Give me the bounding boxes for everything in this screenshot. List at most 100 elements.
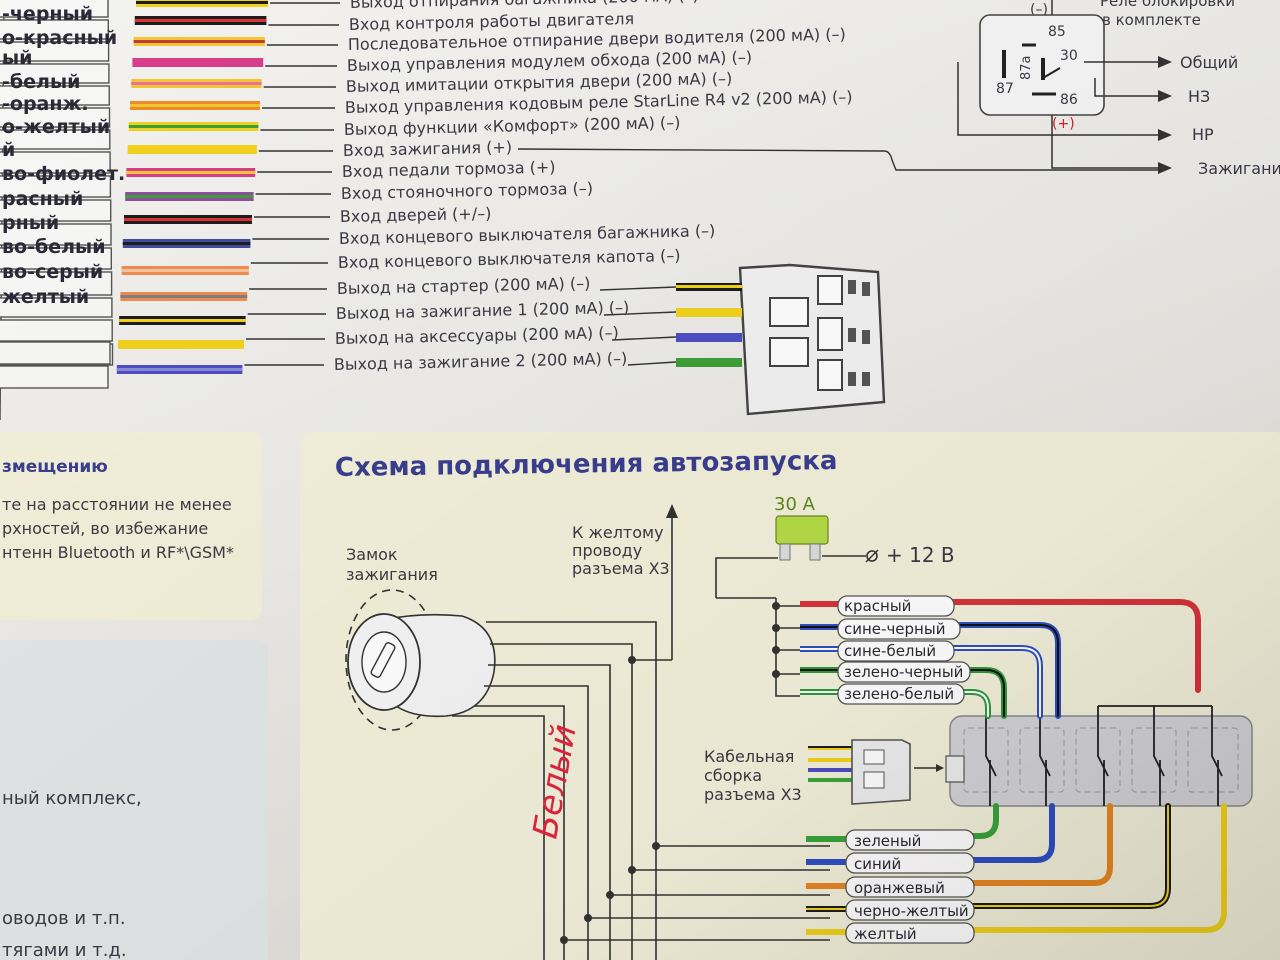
- wire-color-bar-stripe: [116, 368, 243, 371]
- wire-color-bar-stripe: [120, 295, 248, 298]
- plus-12v: + 12 В: [886, 543, 955, 567]
- wire-swatch-stripe: [800, 691, 840, 693]
- relay-title-2: в комплекте: [1102, 11, 1201, 29]
- wire-color-bar-stripe: [119, 319, 246, 322]
- wire-color-bar: [118, 340, 244, 349]
- relay-title-1: Реле блокировки: [1100, 0, 1235, 10]
- wire-swatch-stripe: [800, 626, 840, 628]
- left-panel2-line-1: ный комплекс,: [2, 788, 142, 809]
- wire-swatch: [806, 929, 846, 935]
- left-panel2-line-3: тягами и т.д.: [2, 940, 127, 960]
- wire-color-bars: [116, 0, 268, 374]
- wire-label: синий: [854, 855, 901, 873]
- relay-pin-label: 86: [1060, 92, 1078, 108]
- wire-color-name: ый: [2, 47, 33, 69]
- relay-pin-label: 87a: [1019, 55, 1034, 80]
- wire-swatch: [806, 883, 846, 889]
- lock-label: зажигания: [346, 565, 438, 584]
- relay-pin-label: 30: [1060, 48, 1078, 64]
- relay-pin-label: 85: [1048, 24, 1066, 40]
- wire-color-name: о-желтый: [2, 116, 110, 138]
- wire-color-table: -черныйо-красныйый-белый-оранж.о-желтыйй…: [0, 0, 125, 421]
- harness-label: Кабельная: [704, 747, 794, 766]
- wire-color-name: й: [2, 139, 15, 161]
- wire-color-bar-stripe: [130, 104, 260, 107]
- wire-color-name: желтый: [2, 286, 89, 308]
- wire-color-bar-stripe: [131, 82, 262, 85]
- to-yellow-label-1: К желтому: [572, 523, 664, 542]
- wire-swatch: [800, 601, 840, 607]
- wire-label: черно-желтый: [854, 902, 969, 920]
- function-label: Выход на зажигание 2 (200 мА) (–): [334, 349, 628, 374]
- function-label: Вход концевого выключателя капота (–): [338, 246, 681, 272]
- wire-color-bar-stripe: [124, 218, 252, 221]
- wire-color-bar: [127, 145, 257, 154]
- leader-line: [627, 361, 677, 366]
- wire-color-name: во-белый: [2, 236, 106, 258]
- left-panel-heading: змещению: [2, 457, 108, 477]
- relay-out-nc: НЗ: [1188, 87, 1210, 106]
- wire-swatch-stripe: [806, 908, 846, 910]
- wire-label: оранжевый: [854, 879, 945, 897]
- relay-diagram: Реле блокировки в комплекте (–) 85 30 87…: [957, 0, 1280, 178]
- function-label: Выход на зажигание 1 (200 мА) (–): [336, 298, 630, 323]
- wire-label: сине-черный: [844, 620, 945, 638]
- wire-color-bar-stripe: [128, 125, 259, 128]
- wire-label: зелено-белый: [844, 685, 954, 703]
- leader-line: [599, 286, 677, 291]
- function-label: Вход стояночного тормоза (–): [341, 179, 593, 203]
- function-label: Выход отпирания багажника (200 мА) (–): [350, 0, 699, 12]
- function-label: Вход дверей (+/–): [340, 204, 492, 226]
- connector-wire-stubs: [676, 283, 742, 367]
- wire-color-name: вo-фиолет.: [2, 163, 125, 185]
- output-connector: [738, 263, 886, 416]
- wire-color-bar-stripe: [136, 1, 268, 4]
- wire-color-bar: [132, 58, 264, 67]
- wire-color-bar-stripe: [126, 171, 256, 174]
- svg-text:30 А: 30 А: [774, 494, 816, 515]
- relay-out-ignition: Зажигание: [1198, 159, 1280, 178]
- wire-color-name: расный: [2, 188, 83, 210]
- wire-color-bar-stripe: [121, 269, 249, 272]
- relay-out-no: НР: [1192, 125, 1214, 144]
- wire-color-bar-stripe: [122, 242, 251, 245]
- wire-label: красный: [844, 597, 911, 615]
- ignition-input-line: [517, 148, 1160, 171]
- wire-color-cell: [0, 341, 111, 365]
- wire-label: зелено-черный: [844, 663, 963, 681]
- function-label: Выход на аксессуары (200 мА) (–): [335, 323, 619, 348]
- harness-label: разъема Х3: [704, 785, 802, 804]
- relay-pin-label: 87: [996, 81, 1014, 97]
- wire-swatch-stripe: [800, 648, 840, 650]
- wire-color-name: рный: [2, 212, 59, 234]
- wire-color-name: о-красный: [2, 27, 117, 49]
- function-label: Вход педали тормоза (+): [342, 158, 556, 181]
- to-yellow-label-2: проводу: [572, 541, 642, 560]
- wire-color-bar-stripe: [134, 19, 267, 22]
- wire-swatch: [806, 859, 846, 865]
- left-panel-line-1: те на расстоянии не менее: [2, 495, 232, 514]
- left-panel-line-3: нтенн Bluetooth и RF*\GSM*: [2, 543, 234, 562]
- wire-label: зеленый: [854, 832, 921, 850]
- left-panel2-line-2: оводов и т.п.: [2, 908, 126, 929]
- leader-line: [611, 336, 677, 341]
- left-panel-line-2: рхностей, во избежание: [2, 519, 208, 538]
- function-label: Выход функции «Комфорт» (200 мА) (–): [344, 113, 681, 139]
- lock-label: Замок: [346, 545, 398, 564]
- wire-color-cell: [0, 365, 109, 389]
- wire-color-bar-stripe: [133, 40, 265, 43]
- function-label: Выход на стартер (200 мА) (–): [337, 274, 591, 298]
- wire-label: желтый: [854, 925, 917, 943]
- wire-color-name: -белый: [2, 71, 80, 93]
- harness-label: сборка: [704, 766, 762, 785]
- wire-swatch-stripe: [800, 669, 840, 671]
- wire-color-name: -оранж.: [2, 93, 89, 115]
- wire-label: сине-белый: [844, 642, 936, 660]
- to-yellow-label-3: разъема Х3: [572, 559, 670, 578]
- relay-plus: (+): [1052, 116, 1075, 132]
- wire-color-name: -черный: [2, 3, 93, 25]
- function-label: Вход концевого выключателя багажника (–): [339, 221, 716, 248]
- wire-color-name: во-серый: [2, 261, 103, 283]
